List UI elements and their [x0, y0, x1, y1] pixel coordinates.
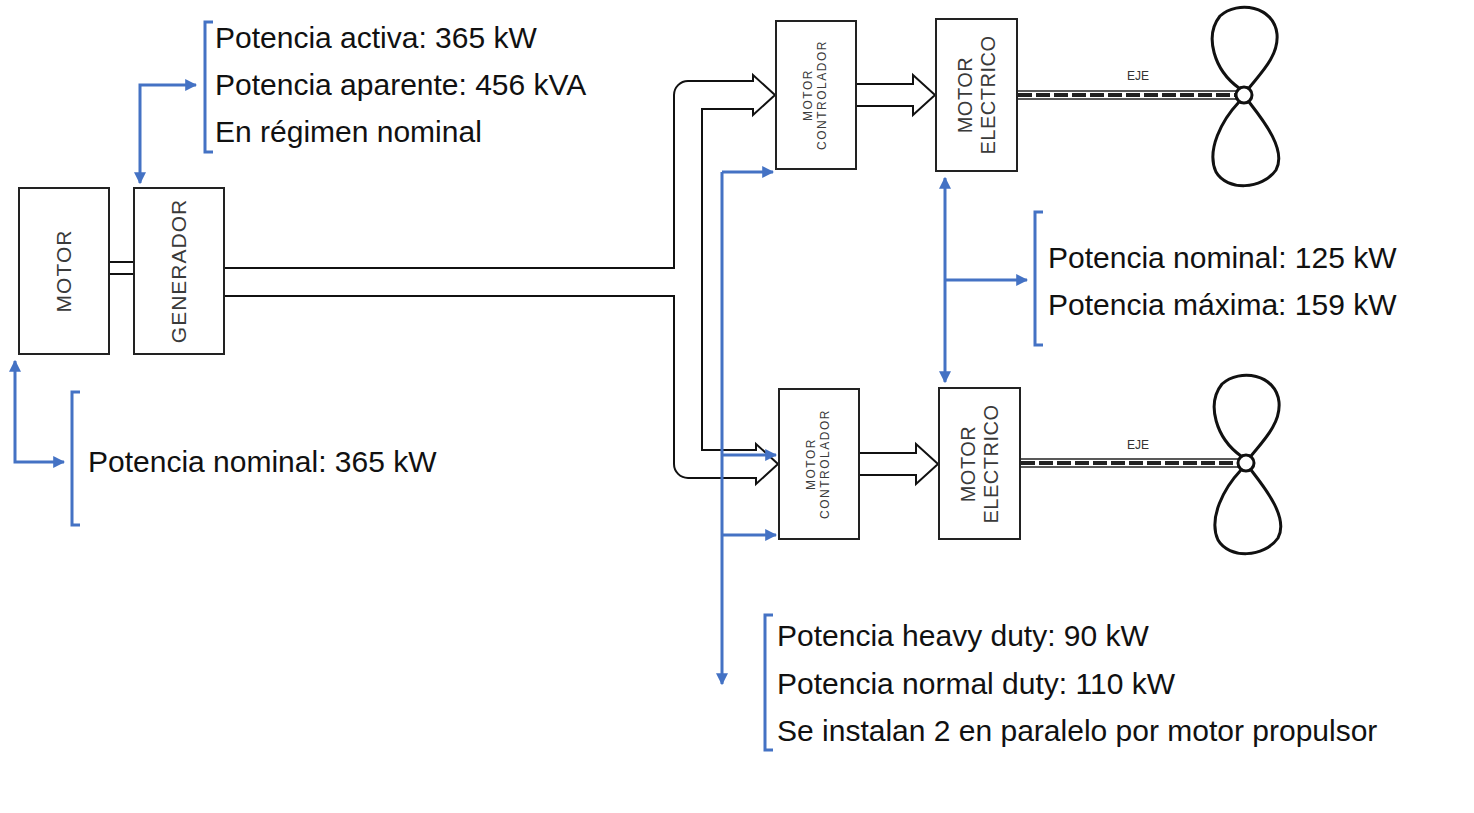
block-box: MOTOR: [18, 187, 110, 355]
shaft-line: [1021, 466, 1238, 468]
propeller-shaft: [1018, 91, 1236, 99]
shaft-label: EJE: [1127, 69, 1149, 83]
box-label: MOTOR: [52, 196, 76, 346]
shaft-line: [1018, 90, 1236, 92]
box-label: MOTOR CONTROLADOR: [802, 33, 830, 158]
callout-text: Potencia máxima: 159 kW: [1048, 287, 1396, 323]
shaft-line: [1021, 461, 1238, 465]
shaft-line: [1018, 98, 1236, 100]
rotated-text-group: GENERADOR: [167, 191, 191, 351]
propeller-shaft: [1021, 459, 1238, 467]
leader-line: [15, 361, 64, 462]
rotated-text-group: MOTOR CONTROLADOR: [802, 33, 830, 158]
hollow-arrow-outline: [110, 261, 133, 275]
hollow-arrow-body: [860, 454, 920, 474]
shaft-label: EJE: [1127, 438, 1149, 452]
leader-line: [140, 85, 196, 183]
callout-text: Potencia activa: 365 kW: [215, 20, 537, 56]
block-box: GENERADOR: [133, 187, 225, 355]
callout-bracket: [72, 392, 80, 525]
propeller-hub: [1238, 455, 1254, 471]
propeller-blade: [1213, 102, 1279, 186]
callout-text: Potencia heavy duty: 90 kW: [777, 618, 1149, 654]
rotated-text-group: MOTOR ELECTRICO: [954, 28, 1000, 163]
rotated-text-group: MOTOR ELECTRICO: [957, 396, 1003, 531]
shaft-line: [1018, 93, 1236, 97]
callout-bracket: [1035, 212, 1043, 345]
propeller-blade: [1212, 7, 1277, 88]
shaft-line: [1021, 458, 1238, 460]
leader-line: [721, 172, 724, 684]
block-box: MOTOR ELECTRICO: [935, 18, 1018, 172]
propeller-blade: [1214, 375, 1279, 456]
block-box: MOTOR ELECTRICO: [938, 387, 1021, 540]
callout-text: En régimen nominal: [215, 114, 482, 150]
propeller: [1214, 375, 1281, 553]
leader-line: [945, 279, 1027, 282]
propeller-blade: [1215, 470, 1281, 554]
callout-text: Potencia aparente: 456 kVA: [215, 67, 586, 103]
box-label: MOTOR ELECTRICO: [954, 28, 1000, 163]
leader-line: [722, 454, 776, 457]
box-label: MOTOR ELECTRICO: [957, 396, 1003, 531]
propeller-hub: [1236, 87, 1252, 103]
callout-bracket: [765, 615, 773, 750]
block-box: MOTOR CONTROLADOR: [778, 388, 860, 540]
block-box: MOTOR CONTROLADOR: [775, 20, 857, 170]
callout-text: Se instalan 2 en paralelo por motor prop…: [777, 713, 1377, 749]
rotated-text-group: MOTOR CONTROLADOR: [805, 402, 833, 527]
leader-line: [722, 171, 773, 174]
rotated-text-group: MOTOR: [52, 196, 76, 346]
box-label: MOTOR CONTROLADOR: [805, 402, 833, 527]
hollow-arrow-body: [110, 263, 133, 273]
hollow-arrow-body: [857, 85, 917, 105]
box-label: GENERADOR: [167, 191, 191, 351]
leader-line: [722, 534, 776, 537]
callout-text: Potencia nominal: 365 kW: [88, 444, 437, 480]
callout-bracket: [205, 22, 213, 152]
hollow-arrow-body: [225, 282, 760, 464]
callout-text: Potencia nominal: 125 kW: [1048, 240, 1397, 276]
propeller: [1212, 7, 1279, 185]
callout-text: Potencia normal duty: 110 kW: [777, 666, 1175, 702]
